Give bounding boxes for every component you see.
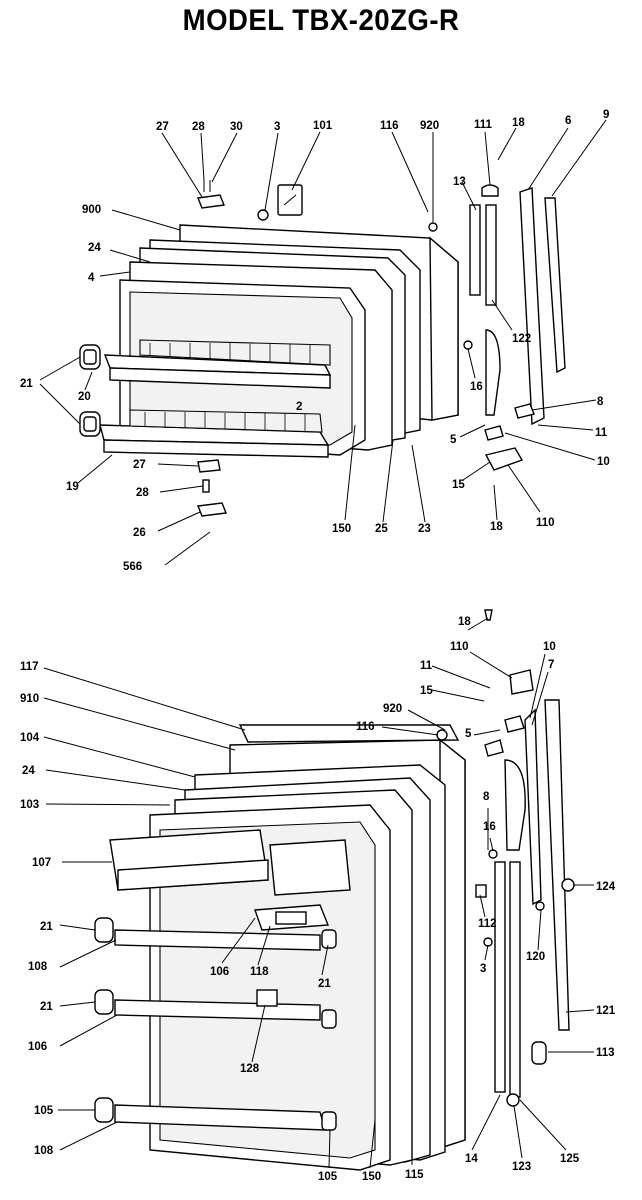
callout-28: 28 <box>192 121 205 133</box>
callout-110: 110 <box>450 641 469 653</box>
callout-18-lower: 18 <box>490 521 503 533</box>
callout-11: 11 <box>420 660 433 672</box>
callout-16: 16 <box>483 821 496 833</box>
callout-7: 7 <box>548 659 554 671</box>
callout-116: 116 <box>356 721 375 733</box>
callout-23: 23 <box>418 523 431 535</box>
callout-150: 150 <box>362 1171 381 1183</box>
callout-8: 8 <box>483 791 490 803</box>
callout-108: 108 <box>28 961 48 973</box>
callout-19: 19 <box>66 481 79 493</box>
callout-110: 110 <box>536 517 555 529</box>
callout-115: 115 <box>405 1169 424 1181</box>
callout-26: 26 <box>133 527 146 539</box>
callout-14: 14 <box>465 1153 478 1165</box>
callout-10: 10 <box>543 641 556 653</box>
callout-106-lower: 106 <box>28 1041 47 1053</box>
callout-105-lower: 105 <box>318 1171 338 1183</box>
callout-104: 104 <box>20 732 40 744</box>
callout-27-lower: 27 <box>133 459 146 471</box>
callout-24: 24 <box>88 242 101 254</box>
callout-103: 103 <box>20 799 39 811</box>
callout-101: 101 <box>313 120 333 132</box>
callout-11: 11 <box>595 427 608 439</box>
callout-116: 116 <box>380 120 399 132</box>
freezer-leader-lines <box>39 119 607 566</box>
freezer-door-assembly <box>79 180 566 517</box>
callout-3: 3 <box>274 121 280 133</box>
callout-5: 5 <box>450 434 457 446</box>
callout-10: 10 <box>597 456 610 468</box>
callout-106: 106 <box>210 966 229 978</box>
callout-25: 25 <box>375 523 388 535</box>
callout-121: 121 <box>596 1005 616 1017</box>
callout-150: 150 <box>332 523 351 535</box>
callout-28-lower: 28 <box>136 487 149 499</box>
callout-4: 4 <box>88 272 95 284</box>
callout-15: 15 <box>452 479 465 491</box>
callout-117: 117 <box>20 661 39 673</box>
callout-125: 125 <box>560 1153 580 1165</box>
callout-900: 900 <box>82 204 101 216</box>
callout-122: 122 <box>512 333 531 345</box>
callout-5: 5 <box>465 728 472 740</box>
callout-2: 2 <box>296 401 302 413</box>
callout-15: 15 <box>420 685 433 697</box>
callout-920: 920 <box>420 120 439 132</box>
callout-21: 21 <box>40 921 53 933</box>
callout-566: 566 <box>123 561 142 573</box>
callout-21: 21 <box>20 378 33 390</box>
callout-21-lower: 21 <box>40 1001 53 1013</box>
callout-113: 113 <box>596 1047 615 1059</box>
callout-920: 920 <box>383 703 402 715</box>
fresh-food-callouts: 18 110 10 11 7 15 920 5 116 117 910 104 … <box>20 616 616 1183</box>
freezer-callouts: 27 28 30 3 101 116 920 111 18 6 9 900 24… <box>20 109 610 573</box>
callout-27: 27 <box>156 121 169 133</box>
fresh-food-door-assembly <box>94 609 575 1171</box>
callout-20: 20 <box>78 391 91 403</box>
callout-18: 18 <box>512 117 525 129</box>
callout-24: 24 <box>22 765 35 777</box>
callout-21-middle: 21 <box>318 978 331 990</box>
callout-18: 18 <box>458 616 471 628</box>
callout-16: 16 <box>470 381 483 393</box>
callout-6: 6 <box>565 115 571 127</box>
callout-128: 128 <box>240 1063 260 1075</box>
callout-123: 123 <box>512 1161 531 1173</box>
callout-111: 111 <box>474 119 493 131</box>
callout-112: 112 <box>478 918 497 930</box>
page-title: MODEL TBX-20ZG-R <box>182 4 460 37</box>
callout-9: 9 <box>603 109 609 121</box>
callout-107: 107 <box>32 857 51 869</box>
callout-910: 910 <box>20 693 39 705</box>
fresh-food-leader-lines <box>43 617 595 1169</box>
callout-118: 118 <box>250 966 269 978</box>
callout-105: 105 <box>34 1105 54 1117</box>
callout-8: 8 <box>597 396 604 408</box>
callout-30: 30 <box>230 121 243 133</box>
callout-124: 124 <box>596 881 616 893</box>
callout-3: 3 <box>480 963 486 975</box>
callout-120: 120 <box>526 951 545 963</box>
callout-108-lower: 108 <box>34 1145 54 1157</box>
callout-13: 13 <box>453 176 466 188</box>
